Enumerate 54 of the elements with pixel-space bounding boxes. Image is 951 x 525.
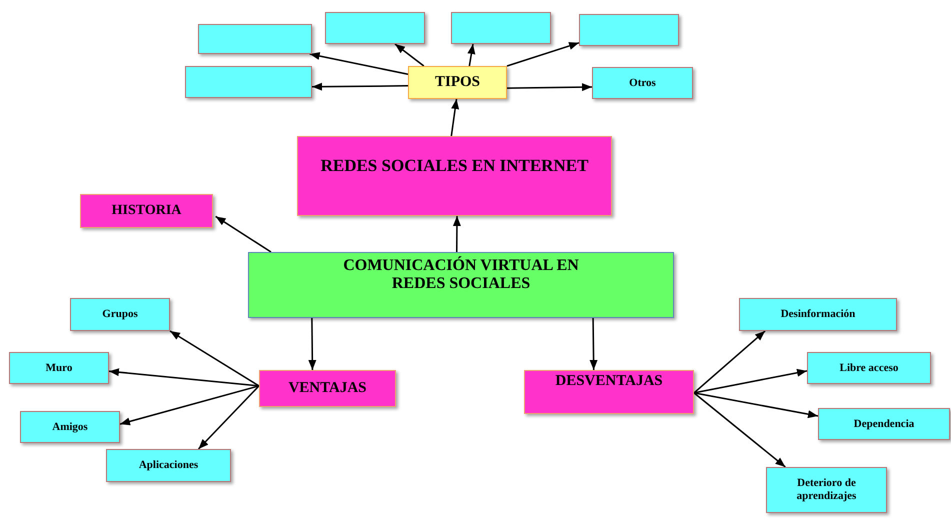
arrow bbox=[215, 216, 272, 253]
arrow bbox=[308, 318, 316, 370]
empty-box bbox=[325, 12, 425, 44]
concept-box bbox=[739, 298, 897, 331]
concept-box bbox=[80, 194, 213, 228]
node-label: HISTORIA bbox=[112, 202, 182, 220]
concept-box bbox=[524, 370, 694, 414]
concept-box bbox=[766, 467, 887, 513]
node-label: VENTAJAS bbox=[288, 380, 367, 398]
arrow bbox=[694, 330, 766, 394]
arrow bbox=[694, 368, 808, 394]
node-label: TIPOS bbox=[434, 74, 480, 92]
concept-box bbox=[592, 67, 693, 99]
arrow bbox=[506, 83, 592, 92]
concept-box bbox=[408, 66, 507, 99]
arrow bbox=[170, 330, 260, 387]
arrow bbox=[450, 98, 460, 136]
arrow bbox=[467, 44, 476, 66]
empty-box bbox=[185, 66, 312, 98]
arrow bbox=[394, 43, 424, 67]
node-label: REDES SOCIALES EN INTERNET bbox=[320, 156, 588, 176]
arrow bbox=[120, 385, 260, 426]
node-label: Otros bbox=[629, 76, 656, 90]
node-label: Deterioro de aprendizajes bbox=[796, 477, 858, 503]
node-label: COMUNICACIÓN VIRTUAL EN REDES SOCIALES bbox=[342, 257, 580, 294]
empty-box bbox=[579, 14, 679, 46]
node-label: Amigos bbox=[52, 420, 88, 434]
node-label: Grupos bbox=[102, 308, 138, 321]
arrow bbox=[694, 392, 786, 468]
arrow bbox=[506, 42, 580, 67]
arrow bbox=[108, 368, 260, 387]
concept-box bbox=[9, 352, 109, 384]
arrow bbox=[310, 52, 408, 75]
concept-box bbox=[818, 408, 950, 440]
node-label: Aplicaciones bbox=[138, 459, 198, 472]
concept-box bbox=[70, 298, 170, 331]
concept-box bbox=[297, 136, 612, 216]
node-label: DESVENTAJAS bbox=[555, 373, 663, 390]
concept-box bbox=[106, 449, 231, 482]
arrow bbox=[452, 216, 461, 252]
arrow bbox=[198, 385, 260, 450]
arrow bbox=[590, 318, 598, 370]
concept-box bbox=[259, 370, 396, 407]
concept-box bbox=[248, 252, 674, 318]
node-label: Desinformación bbox=[780, 308, 856, 321]
empty-box bbox=[451, 12, 551, 44]
concept-box bbox=[20, 411, 120, 443]
arrow bbox=[312, 82, 408, 91]
node-label: Dependencia bbox=[854, 418, 914, 430]
arrow bbox=[694, 392, 818, 418]
node-label: Muro bbox=[46, 362, 72, 374]
node-label: Libre acceso bbox=[840, 362, 898, 374]
empty-box bbox=[198, 24, 312, 54]
concept-box bbox=[807, 352, 931, 384]
